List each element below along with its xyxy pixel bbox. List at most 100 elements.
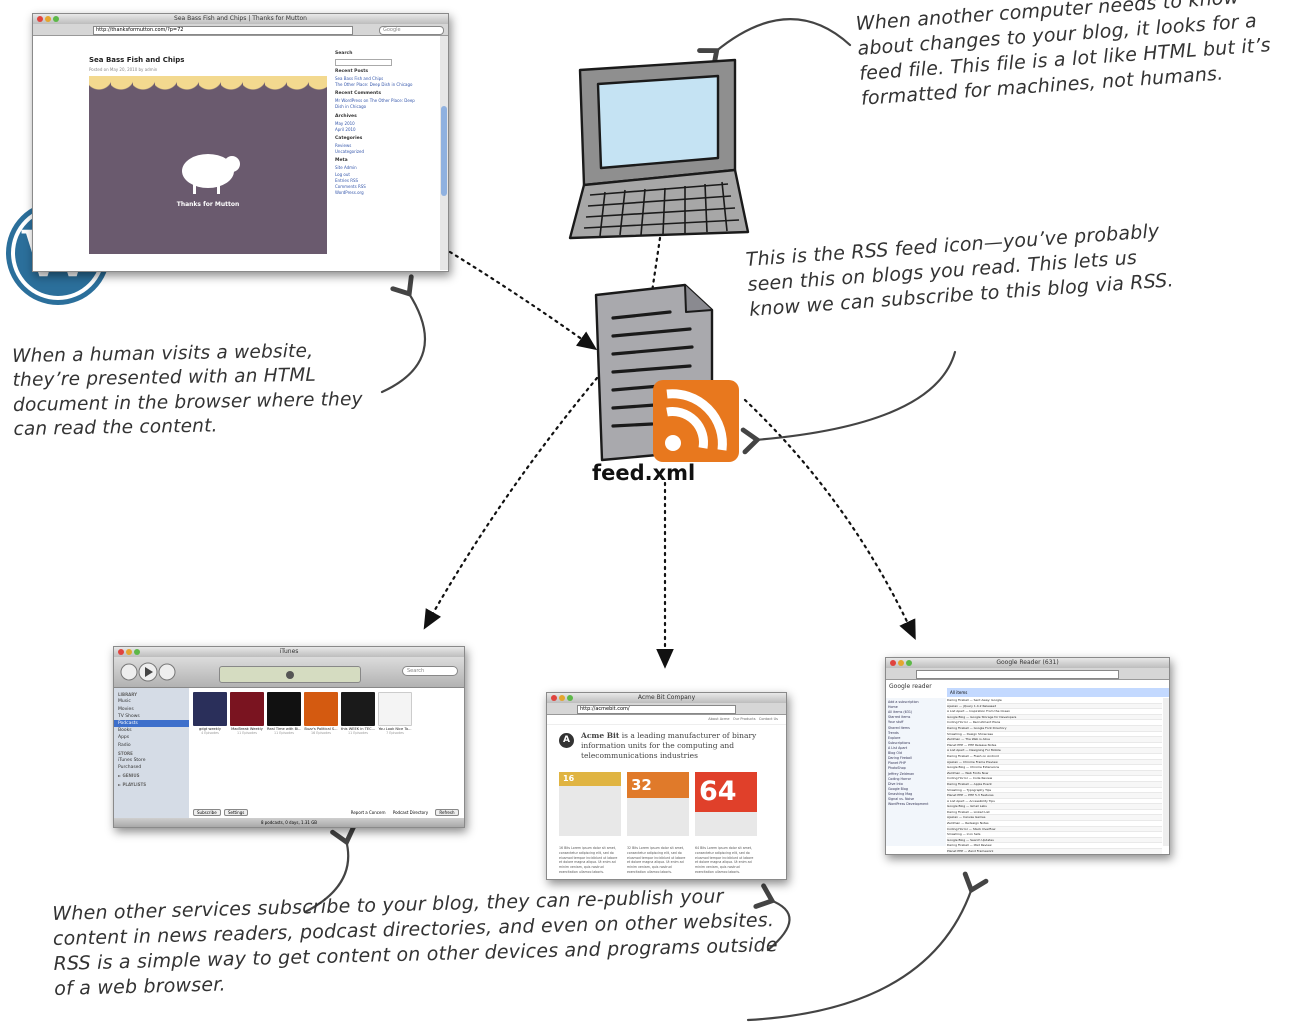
podcast-tile[interactable]: Real Time with Bi...11 Episodes [267,692,301,735]
podcast-artwork[interactable] [267,692,301,726]
reader-sidebar-item[interactable]: Daring Fireball [888,756,912,761]
playback-controls-icon[interactable] [120,662,180,682]
reader-feed-row[interactable]: Coding Horror — Recruitment Plans [947,720,1162,726]
reader-feed-row[interactable]: Ajaxian — Canvas Games [947,815,1162,822]
reader-sidebar-item[interactable]: All items (631) [888,710,913,715]
reader-sidebar-item[interactable]: A List Apart [888,745,908,750]
search-field[interactable]: Google [379,26,444,35]
reader-feed-row[interactable]: Daring Fireball — iPad Review [947,843,1162,850]
reader-sidebar-item[interactable]: Home [888,705,898,710]
podcast-artwork[interactable] [230,692,264,726]
sidebar-item-itunes-store[interactable]: iTunes Store [118,758,146,764]
nav-link-products[interactable]: Our Products [732,717,756,721]
scrollbar[interactable] [440,36,448,270]
scrollbar-thumb[interactable] [441,106,447,196]
reader-sidebar-item[interactable]: PhotoShop [888,766,906,771]
sidebar-item-movies[interactable]: Movies [118,706,134,712]
reader-sidebar-item[interactable]: Google Blog [888,786,908,791]
sidebar-item-music[interactable]: Music [118,699,131,705]
reader-feed-row[interactable]: Zeldman — Web Fonts Now [947,770,1162,777]
sidebar-search-input[interactable] [335,58,392,66]
podcast-artwork[interactable] [193,692,227,726]
reader-feed-row[interactable]: Google Blog — Google Storage for Develop… [947,714,1162,721]
podcast-artwork[interactable] [341,692,375,726]
podcast-artwork[interactable] [304,692,338,726]
sidebar-link[interactable]: Comments RSS [335,183,366,189]
reader-feed-row[interactable]: Ajaxian — jQuery 1.4.2 Released [947,703,1162,710]
sidebar-link[interactable]: Sea Bass Fish and Chips [335,75,384,81]
sidebar-link[interactable]: Log out [335,171,350,177]
reader-feed-row[interactable]: Smashing — Typography Tips [947,788,1162,794]
reader-feed-row[interactable]: Smashing — Design Showcase [947,732,1162,738]
reader-feed-row[interactable]: Zeldman — The Web is Alive [947,737,1162,743]
sidebar-link[interactable]: WordPress.org [335,190,364,196]
sidebar-item-apps[interactable]: Apps [118,735,130,741]
reader-feed-row[interactable]: Coding Horror — Stack Overflow [947,826,1162,833]
url-field[interactable]: http://thanksformutton.com/?p=72 [93,26,353,35]
reader-sidebar-item[interactable]: Planet PHP [888,761,906,766]
reader-feed-row[interactable]: Coding Horror — Code Review [947,776,1162,782]
reader-sidebar-item[interactable]: Blog Old [888,751,902,756]
refresh-button[interactable]: Refresh [435,809,459,816]
podcast-directory-link[interactable]: Podcast Directory [392,810,429,815]
scrollbar[interactable] [1163,698,1169,846]
reader-sidebar-item[interactable]: WordPress Development [888,802,929,807]
sidebar-link[interactable]: April 2010 [335,126,356,132]
url-field[interactable] [916,670,1119,679]
reader-feed-row[interactable]: Google Blog — Gmail Labs [947,804,1162,810]
podcast-tile[interactable]: You Look Nice To...7 Episodes [378,692,412,735]
reader-feed-row[interactable]: Planet PHP — PHP Release Notes [947,743,1162,749]
reader-sidebar-item[interactable]: Trends [888,730,899,735]
nav-link-contact[interactable]: Contact Us [758,717,778,721]
reader-feed-row[interactable]: Planet PHP — PHP 5.3 Features [947,793,1162,799]
sidebar-link[interactable]: Site Admin [335,165,357,171]
podcast-artwork[interactable] [378,692,412,726]
reader-sidebar-item[interactable]: Smashing Mag [888,791,913,796]
reader-feed-row[interactable]: Daring Fireball — Google Font Directory [947,725,1162,732]
sidebar-item-tv-shows[interactable]: TV Shows [118,713,140,719]
reader-feed-row[interactable]: Zeldman — Redesign Notes [947,821,1162,827]
sidebar-link[interactable]: The Other Place: Deep Dish in Chicago [335,82,413,88]
itunes-search-input[interactable]: Search [402,666,458,676]
sidebar-link[interactable]: May 2010 [335,120,355,126]
reader-feed-row[interactable]: Daring Fireball — Flash on Android [947,754,1162,760]
subscribe-button[interactable]: Subscribe [193,809,221,816]
settings-button[interactable]: Settings [223,809,249,816]
reader-feed-row[interactable]: Planet PHP — Zend Framework [947,849,1162,854]
nav-link-about[interactable]: About Acme [708,717,730,721]
podcast-tile[interactable]: Buzz's Political S...16 Episodes [304,692,338,735]
reader-sidebar-item[interactable]: Your stuff [888,720,904,725]
reader-feed-row[interactable]: A List Apart — Inspiration From the Ocea… [947,709,1162,715]
reader-sidebar-item[interactable]: Starred items [888,715,911,720]
reader-sidebar-item[interactable]: Signal vs. Noise [888,797,915,802]
reader-feed-row[interactable]: Google Blog — Search Updates [947,837,1162,844]
reader-sidebar-item[interactable]: Subscriptions [888,740,911,745]
sidebar-link[interactable]: Uncategorized [335,149,364,155]
reader-sidebar-item[interactable]: Shared items [888,725,910,730]
report-concern-link[interactable]: Report a Concern [350,810,386,815]
sidebar-heading[interactable]: ► GENIUS [118,773,140,779]
reader-sidebar-item[interactable]: Jeffrey Zeldman [888,771,915,776]
reader-feed-row[interactable]: Smashing — Icon Sets [947,832,1162,838]
sidebar-item-purchased[interactable]: Purchased [118,765,142,771]
reader-feed-row[interactable]: A List Apart — Accessibility Tips [947,799,1162,805]
sidebar-item-books[interactable]: Books [118,728,132,734]
sidebar-heading[interactable]: ► PLAYLISTS [118,781,147,787]
reader-feed-row[interactable]: Ajaxian — Chrome Frame Preview [947,759,1162,766]
sidebar-link[interactable]: Mr WordPress on The Other Place: Deep Di… [335,98,415,110]
reader-sidebar-item[interactable]: Explore [888,735,901,740]
reader-feed-row[interactable]: Google Blog — Chrome Extensions [947,765,1162,771]
reader-feed-row[interactable]: Daring Fireball — Apple Event [947,781,1162,788]
podcast-tile[interactable]: this WEEK in TEC...11 Episodes [341,692,375,735]
sidebar-item-radio[interactable]: Radio [118,742,131,748]
reader-sidebar-item[interactable]: Add a subscription [888,700,919,704]
sidebar-item-podcasts[interactable]: Podcasts [114,719,189,728]
reader-sidebar-item[interactable]: Dive Into [888,781,903,786]
sidebar-link[interactable]: Entries RSS [335,177,359,183]
reader-feed-row[interactable]: A List Apart — Designing For Mobile [947,748,1162,754]
url-field[interactable]: http://acmebit.com/ [577,705,736,714]
sidebar-link[interactable]: Reviews [335,142,352,148]
reader-feed-row[interactable]: Daring Fireball — Sent Away: Google [947,698,1162,704]
